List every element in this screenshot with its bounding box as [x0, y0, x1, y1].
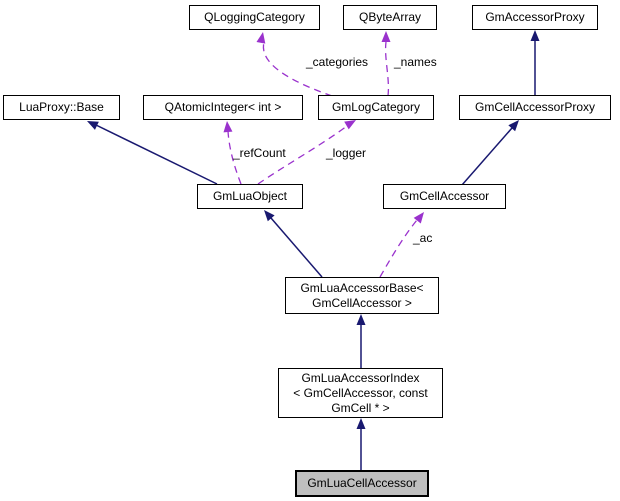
- usage-edge-names: [381, 31, 391, 97]
- node-gmaccessorproxy[interactable]: GmAccessorProxy: [472, 5, 598, 30]
- edge-label-refcount: _refCount: [233, 146, 286, 160]
- node-luaproxy-base[interactable]: LuaProxy::Base: [3, 95, 120, 120]
- node-gmlogcategory[interactable]: GmLogCategory: [318, 95, 434, 120]
- node-gmluacellaccessor: GmLuaCellAccessor: [295, 470, 429, 497]
- node-qbytearray[interactable]: QByteArray: [343, 5, 437, 30]
- node-label: LuaProxy::Base: [19, 100, 104, 114]
- node-label: GmCellAccessorProxy: [474, 100, 596, 114]
- usage-edge-categories: [256, 32, 333, 97]
- node-label: QByteArray: [358, 10, 421, 24]
- node-qloggingcategory[interactable]: QLoggingCategory: [189, 5, 320, 30]
- inheritance-edge-gmluaobject-to-luaproxybase: [87, 121, 218, 185]
- edge-label-names: _names: [394, 55, 437, 69]
- node-label: GmLuaObject: [212, 189, 288, 203]
- edge-label-ac: _ac: [413, 231, 433, 245]
- node-label: GmLogCategory: [331, 100, 421, 114]
- node-gmcellaccessor[interactable]: GmCellAccessor: [383, 184, 506, 209]
- edge-label-categories: _categories: [306, 55, 369, 69]
- inheritance-edge-gmluaaccessorbase-to-gmluaobject: [264, 210, 323, 278]
- node-label: QLoggingCategory: [204, 10, 305, 24]
- node-gmluaaccessorbase[interactable]: GmLuaAccessorBase< GmCellAccessor >: [285, 277, 439, 314]
- usage-edge-logger: [257, 120, 356, 185]
- node-label: QAtomicInteger< int >: [164, 100, 282, 114]
- node-label: GmLuaAccessorBase< GmCellAccessor >: [300, 280, 424, 310]
- edge-label-logger: _logger: [326, 146, 367, 160]
- usage-edge-ac: [379, 212, 424, 278]
- inheritance-edge-gmcellaccessor-to-gmcellaccessorproxy: [461, 120, 519, 186]
- inheritance-edge-gmluaaccessorindex-to-gmluaaccessorbase: [356, 314, 366, 368]
- node-gmluaaccessorindex[interactable]: GmLuaAccessorIndex < GmCellAccessor, con…: [278, 368, 443, 418]
- node-label: GmLuaCellAccessor: [307, 476, 417, 490]
- node-label: GmLuaAccessorIndex < GmCellAccessor, con…: [293, 370, 428, 415]
- node-gmcellaccessorproxy[interactable]: GmCellAccessorProxy: [459, 95, 611, 120]
- node-gmluaobject[interactable]: GmLuaObject: [197, 184, 303, 209]
- inheritance-edge-gmluacellaccessor-to-gmluaaccessorindex: [356, 418, 366, 470]
- node-label: GmCellAccessor: [399, 189, 490, 203]
- node-label: GmAccessorProxy: [485, 10, 585, 24]
- usage-edge-refcount: [223, 121, 242, 185]
- node-qatomicinteger[interactable]: QAtomicInteger< int >: [143, 95, 303, 120]
- inheritance-edge-gmcellaccessorproxy-to-gmaccessorproxy: [530, 30, 540, 96]
